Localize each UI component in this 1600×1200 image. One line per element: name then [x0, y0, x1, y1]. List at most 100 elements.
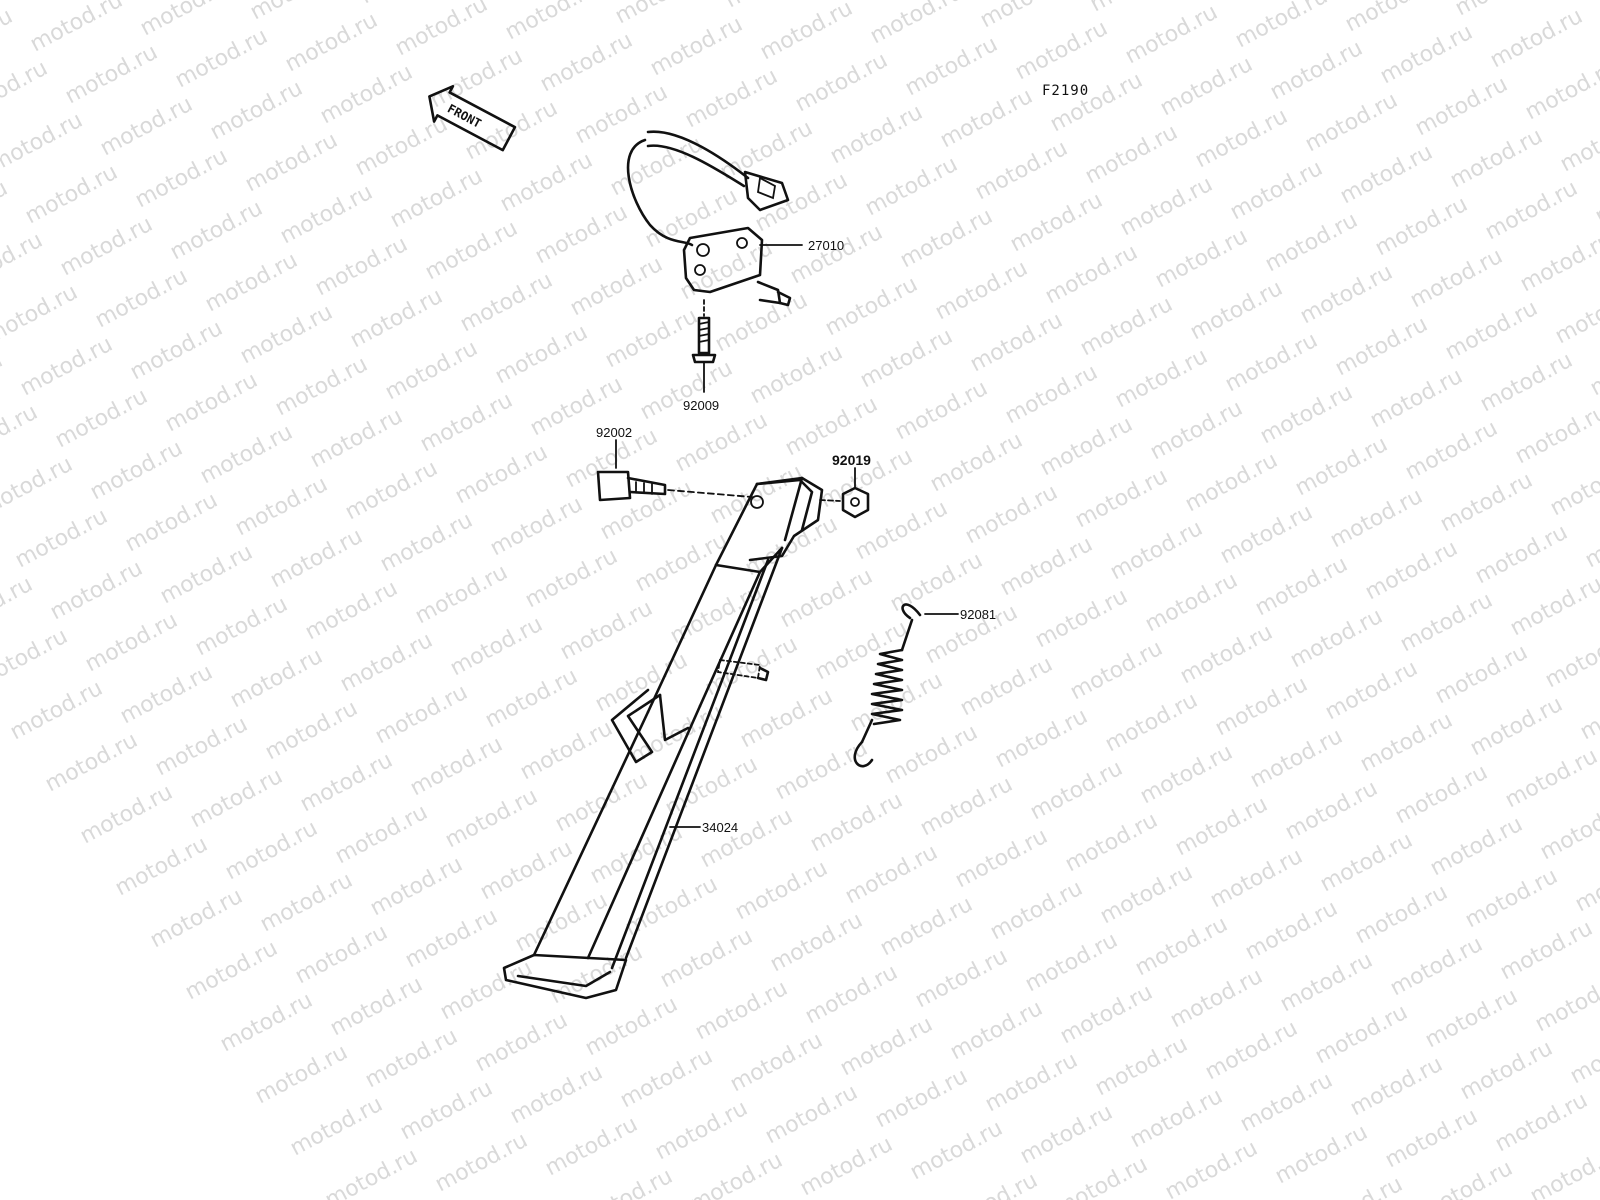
watermark-text: motod.ru: [431, 1128, 532, 1197]
watermark-text: motod.ru: [336, 628, 437, 697]
watermark-text: motod.ru: [1221, 328, 1322, 397]
watermark-text: motod.ru: [331, 800, 432, 869]
watermark-text: motod.ru: [166, 196, 267, 265]
watermark-text: motod.ru: [221, 816, 322, 885]
watermark-text: motod.ru: [0, 348, 7, 417]
watermark-text: motod.ru: [601, 304, 702, 373]
watermark-text: motod.ru: [356, 0, 457, 9]
watermark-text: motod.ru: [496, 148, 597, 217]
watermark-text: motod.ru: [506, 1060, 607, 1129]
watermark-text: motod.ru: [136, 0, 237, 41]
watermark-text: motod.ru: [436, 956, 537, 1025]
nut-92019: [819, 467, 870, 519]
watermark-text: motod.ru: [206, 76, 307, 145]
watermark-text: motod.ru: [766, 908, 867, 977]
watermark-text: motod.ru: [1096, 860, 1197, 929]
watermark-text: motod.ru: [126, 316, 227, 385]
watermark-text: motod.ru: [581, 992, 682, 1061]
watermark-text: motod.ru: [1101, 688, 1202, 757]
watermark-text: motod.ru: [776, 564, 877, 633]
watermark-text: motod.ru: [901, 32, 1002, 101]
watermark-text: motod.ru: [491, 320, 592, 389]
watermark-text: motod.ru: [216, 988, 317, 1057]
watermark-text: motod.ru: [531, 200, 632, 269]
watermark-text: motod.ru: [801, 960, 902, 1029]
watermark-text: motod.ru: [1386, 932, 1487, 1001]
watermark-text: motod.ru: [1156, 52, 1257, 121]
watermark-text: motod.ru: [551, 768, 652, 837]
watermark-text: motod.ru: [51, 384, 152, 453]
watermark-text: motod.ru: [1016, 1100, 1117, 1169]
watermark-text: motod.ru: [326, 972, 427, 1041]
watermark-text: motod.ru: [1561, 0, 1600, 5]
watermark-text: motod.ru: [791, 48, 892, 117]
watermark-text: motod.ru: [86, 436, 187, 505]
watermark-text: motod.ru: [781, 392, 882, 461]
watermark-text: motod.ru: [1471, 520, 1572, 589]
watermark-text: motod.ru: [1536, 796, 1600, 865]
spring-92081: [853, 603, 959, 768]
watermark-text: motod.ru: [771, 736, 872, 805]
watermark-text: motod.ru: [1456, 1036, 1557, 1105]
diagram-code: F2190: [1042, 83, 1089, 99]
label-92019: 92019: [832, 452, 871, 468]
watermark-text: motod.ru: [416, 388, 517, 457]
watermark-text: motod.ru: [576, 1164, 677, 1200]
watermark-text: motod.ru: [1161, 1136, 1262, 1200]
watermark-text: motod.ru: [271, 352, 372, 421]
watermark-text: motod.ru: [851, 496, 952, 565]
watermark-text: motod.ru: [1581, 504, 1600, 573]
watermark-text: motod.ru: [486, 492, 587, 561]
watermark-text: motod.ru: [936, 84, 1037, 153]
watermark-text: motod.ru: [0, 0, 92, 5]
watermark-text: motod.ru: [951, 824, 1052, 893]
watermark-text: motod.ru: [1106, 516, 1207, 585]
watermark-text: motod.ru: [691, 976, 792, 1045]
watermark-text: motod.ru: [1381, 1104, 1482, 1173]
watermark-text: motod.ru: [386, 164, 487, 233]
watermark-text: motod.ru: [746, 340, 847, 409]
watermark-text: motod.ru: [1111, 344, 1212, 413]
watermark-text: motod.ru: [1211, 672, 1312, 741]
watermark-text: motod.ru: [76, 780, 177, 849]
watermark-text: motod.ru: [1576, 676, 1600, 745]
watermark-text: motod.ru: [1151, 224, 1252, 293]
watermark-text: motod.ru: [1361, 536, 1462, 605]
watermark-text: motod.ru: [1296, 260, 1397, 329]
watermark-text: motod.ru: [231, 472, 332, 541]
watermark-text: motod.ru: [701, 632, 802, 701]
watermark-text: motod.ru: [731, 856, 832, 925]
bolt-92009: [691, 299, 717, 393]
watermark-text: motod.ru: [1356, 708, 1457, 777]
watermark-text: motod.ru: [1526, 1140, 1600, 1200]
watermark-text: motod.ru: [56, 212, 157, 281]
watermark-text: motod.ru: [896, 204, 997, 273]
watermark-text: motod.ru: [586, 820, 687, 889]
watermark-text: motod.ru: [0, 452, 77, 521]
label-92081: 92081: [960, 607, 996, 622]
label-34024: 34024: [702, 820, 738, 835]
watermark-text: motod.ru: [26, 0, 127, 57]
watermark-text: motod.ru: [41, 728, 142, 797]
watermark-text: motod.ru: [261, 696, 362, 765]
watermark-text: motod.ru: [656, 924, 757, 993]
watermark-text: motod.ru: [871, 1064, 972, 1133]
watermark-text: motod.ru: [161, 368, 262, 437]
watermark-text: motod.ru: [456, 268, 557, 337]
watermark-text: motod.ru: [291, 920, 392, 989]
watermark-text: motod.ru: [1291, 432, 1392, 501]
watermark-text: motod.ru: [1086, 0, 1187, 17]
watermark-text: motod.ru: [1176, 620, 1277, 689]
watermark-text: motod.ru: [1306, 1172, 1407, 1200]
watermark-text: motod.ru: [1056, 980, 1157, 1049]
watermark-text: motod.ru: [311, 232, 412, 301]
watermark-text: motod.ru: [636, 356, 737, 425]
watermark-text: motod.ru: [756, 0, 857, 65]
watermark-text: motod.ru: [6, 676, 107, 745]
watermark-text: motod.ru: [1041, 240, 1142, 309]
watermark-text: motod.ru: [1196, 0, 1297, 1]
watermark-text: motod.ru: [1431, 640, 1532, 709]
watermark-text: motod.ru: [1206, 844, 1307, 913]
